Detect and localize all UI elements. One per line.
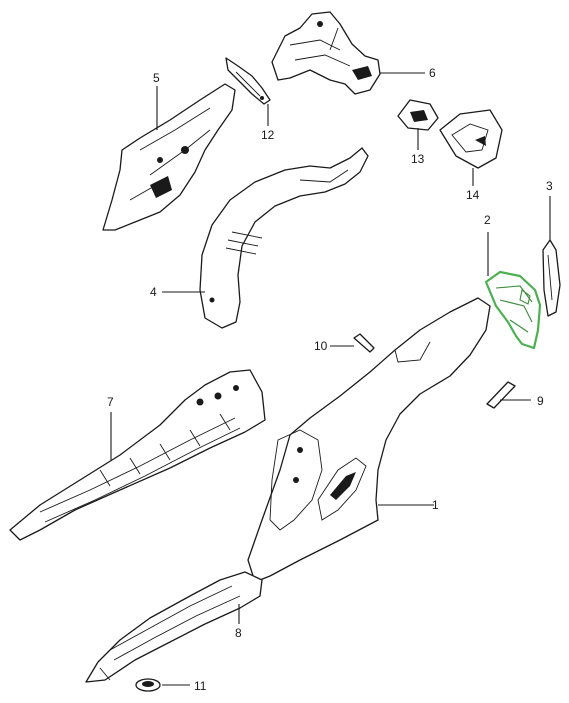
callout-10: 10 xyxy=(314,339,328,353)
part-12-bracket[interactable] xyxy=(225,57,271,105)
callout-7: 7 xyxy=(107,395,114,409)
leader-lines xyxy=(110,72,551,686)
part-4-wheel-house[interactable] xyxy=(199,147,369,329)
part-6-upper-rear-panel[interactable] xyxy=(271,11,381,95)
callout-12: 12 xyxy=(261,128,275,142)
callout-1: 1 xyxy=(432,498,439,512)
callout-9: 9 xyxy=(537,394,544,408)
part-7-inner-rocker[interactable] xyxy=(9,369,266,541)
part-1-quarter-panel[interactable] xyxy=(247,297,491,583)
part-8-outer-rocker[interactable] xyxy=(85,571,263,683)
part-3-trim-strip[interactable] xyxy=(542,239,561,317)
part-5-inner-quarter-panel[interactable] xyxy=(102,83,236,231)
part-11-plug[interactable] xyxy=(135,678,161,692)
callout-8: 8 xyxy=(235,626,242,640)
part-13-clip[interactable] xyxy=(397,99,439,131)
callout-labels: 1 2 3 4 5 6 7 8 9 10 11 12 13 14 xyxy=(107,66,553,693)
callout-2: 2 xyxy=(484,213,491,227)
callout-3: 3 xyxy=(546,179,553,193)
part-14-corner-gusset[interactable] xyxy=(439,109,503,169)
part-9-strip[interactable] xyxy=(486,381,516,409)
part-10-pin[interactable] xyxy=(353,333,375,353)
callout-4: 4 xyxy=(150,285,157,299)
part-2-highlighted-bracket[interactable] xyxy=(484,270,542,350)
callout-14: 14 xyxy=(466,188,480,202)
callout-5: 5 xyxy=(153,71,160,85)
callout-13: 13 xyxy=(411,152,425,166)
callout-6: 6 xyxy=(429,66,436,80)
callout-11: 11 xyxy=(194,679,207,693)
